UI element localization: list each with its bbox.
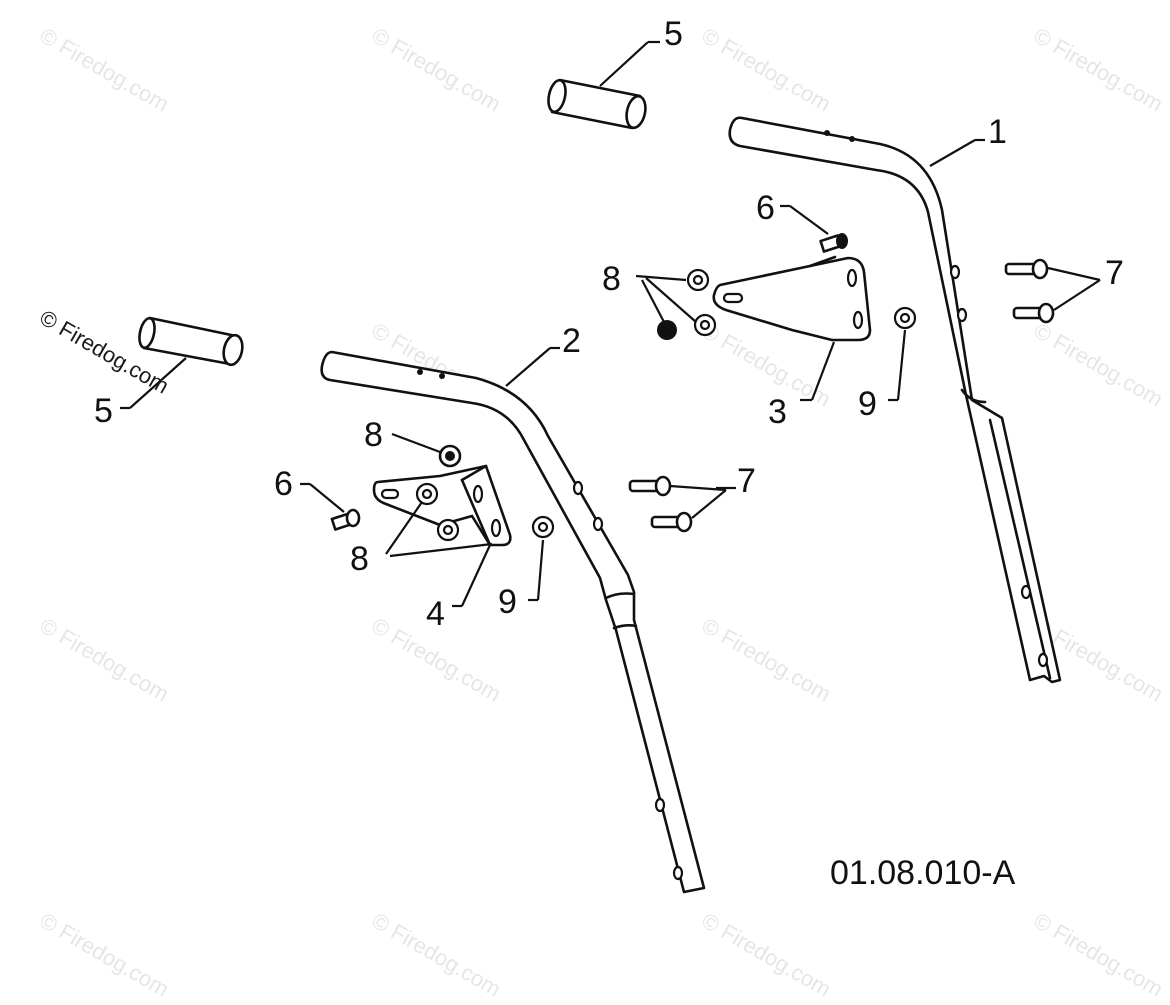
watermark-text: © Firedog.com: [1030, 318, 1168, 412]
watermark-text: © Firedog.com: [368, 908, 506, 1002]
callout-3: 3: [768, 393, 787, 431]
part-9-spacer-left: 9: [498, 515, 555, 621]
callout-4: 4: [426, 595, 445, 633]
part-2-handle-left: 2: [320, 322, 706, 894]
callout-6: 6: [756, 189, 775, 227]
watermark-text: © Firedog.com: [1030, 23, 1168, 117]
watermark-text: © Firedog.com: [698, 23, 836, 117]
drawing-code: 01.08.010-A: [830, 854, 1016, 892]
part-1-handle-right: 1: [728, 113, 1062, 684]
callout-7: 7: [1105, 254, 1124, 292]
callout-1: 1: [988, 113, 1007, 151]
callout-8: 8: [350, 540, 369, 578]
watermark-text: © Firedog.com: [698, 908, 836, 1002]
callout-8: 8: [364, 416, 383, 454]
callout-9: 9: [498, 583, 517, 621]
callout-9: 9: [858, 385, 877, 423]
part-8-nuts-left: 8 8: [350, 416, 493, 578]
part-9-spacer-right: 9: [858, 306, 917, 423]
watermark-text: © Firedog.com: [698, 613, 836, 707]
callout-7: 7: [737, 462, 756, 500]
callout-6: 6: [274, 465, 293, 503]
part-3-bracket-right: 3: [712, 255, 872, 431]
watermark-text: © Firedog.com: [368, 23, 506, 117]
watermark-text: © Firedog.com: [36, 908, 174, 1002]
watermark-text: © Firedog.com: [36, 23, 174, 117]
part-8-nuts-right: 8: [602, 260, 717, 340]
part-4-bracket-left: 4: [372, 464, 512, 633]
callout-5: 5: [664, 15, 683, 53]
watermark-text: © Firedog.com: [1030, 908, 1168, 1002]
part-6-bolt-left: 6: [274, 465, 361, 531]
callout-2: 2: [562, 322, 581, 360]
part-7-bolts-right: 7: [1004, 254, 1124, 324]
part-7-bolts-left: 7: [628, 462, 756, 533]
callout-5: 5: [94, 392, 113, 430]
callout-8: 8: [602, 260, 621, 298]
watermark-text: © Firedog.com: [36, 613, 174, 707]
part-5-grip-top: 5: [547, 15, 683, 130]
part-6-bolt-right: 6: [756, 189, 848, 253]
part-5-grip-left: 5: [94, 316, 244, 430]
